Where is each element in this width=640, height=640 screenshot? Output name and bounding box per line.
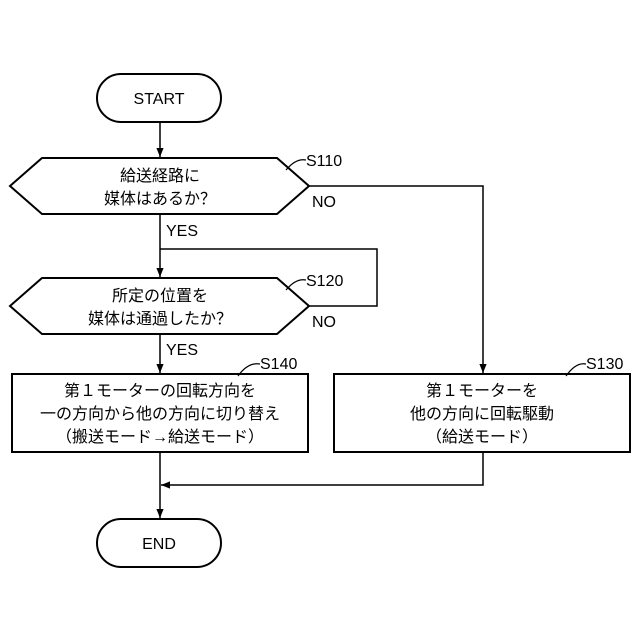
s130-text-line3: （給送モード） <box>426 428 538 446</box>
s110-text-line1: 給送経路に <box>120 167 200 185</box>
s140-text-line3: （搬送モード→給送モード） <box>56 428 264 446</box>
s130-text-line2: 他の方向に回転駆動 <box>410 405 554 423</box>
s110-text-line2: 媒体はあるか？ <box>104 190 216 208</box>
s110-no-label: NO <box>312 194 336 211</box>
s120-step-label: S120 <box>306 273 343 290</box>
s140-text-line1: 第１モーターの回転方向を <box>64 382 256 400</box>
end-label: END <box>142 536 176 553</box>
s140-text-line2: 一の方向から他の方向に切り替え <box>40 405 280 423</box>
start-label: START <box>134 91 185 108</box>
s120-text-line1: 所定の位置を <box>112 287 208 305</box>
s110-step-label: S110 <box>306 153 342 170</box>
s110-yes-label: YES <box>166 223 198 240</box>
s140-step-label: S140 <box>260 356 297 373</box>
s130-step-label: S130 <box>586 356 623 373</box>
s120-yes-label: YES <box>166 342 198 359</box>
connector-s130-merge <box>161 452 483 485</box>
s130-text-line1: 第１モーターを <box>426 382 538 400</box>
s120-no-label: NO <box>312 314 336 331</box>
s120-text-line2: 媒体は通過したか？ <box>88 310 232 328</box>
